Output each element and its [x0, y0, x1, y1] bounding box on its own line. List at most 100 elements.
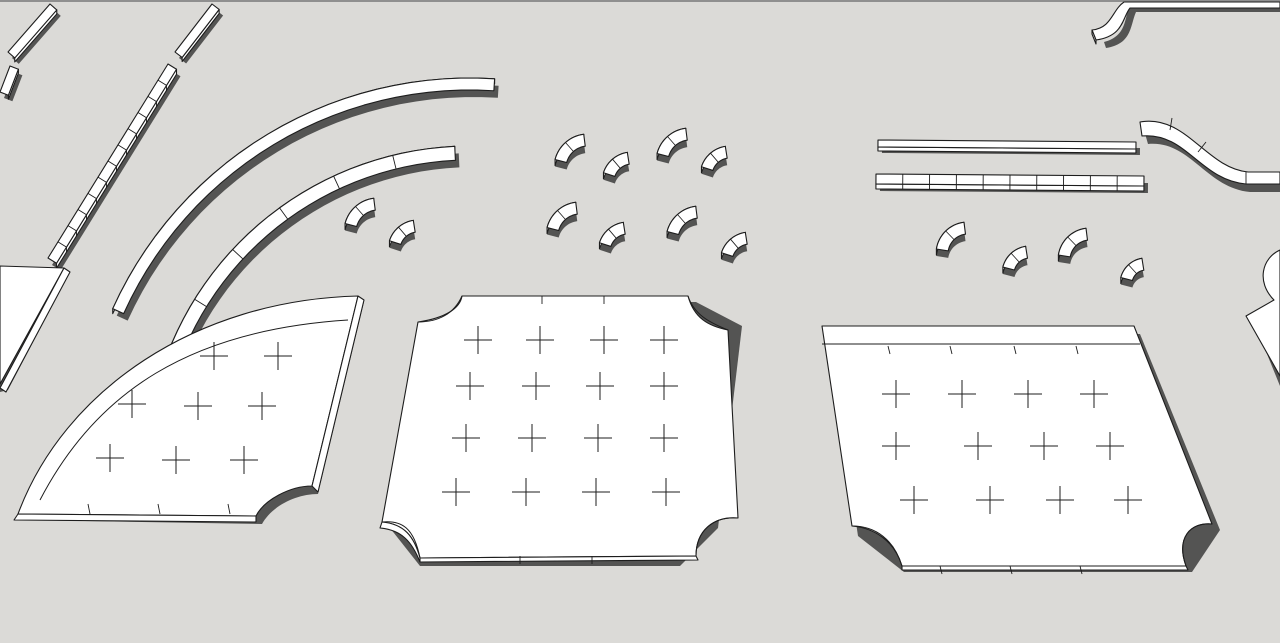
- seam-line: [381, 295, 739, 559]
- segmented-straight-curb: [379, 295, 739, 564]
- s-curve-curb: [877, 139, 1137, 154]
- edge-face: [554, 133, 586, 164]
- seam-line: [137, 112, 147, 119]
- seam-line: [398, 226, 407, 237]
- seam-line: [1075, 345, 1079, 355]
- seam-line: [117, 144, 127, 151]
- small-arc-curb: [656, 127, 688, 161]
- edge-face: [419, 555, 699, 563]
- seam-line: [1079, 565, 1083, 575]
- small-arc-curb: [935, 221, 967, 256]
- seam-line: [945, 230, 955, 240]
- edge-face: [877, 139, 1137, 150]
- seam-line: [279, 207, 289, 220]
- long-arc-curb: [112, 77, 496, 315]
- seam-line: [77, 209, 87, 216]
- seam-line: [710, 152, 719, 163]
- edge-face: [546, 201, 578, 232]
- seam-line: [147, 95, 157, 102]
- seam-line: [333, 175, 340, 190]
- seam-line: [949, 345, 953, 355]
- seam-line: [939, 565, 943, 575]
- seam-line: [677, 214, 686, 224]
- seam-line: [97, 176, 107, 183]
- small-arc-curb: [720, 231, 748, 260]
- small-arc-curb: [344, 197, 376, 231]
- seam-line: [157, 79, 167, 86]
- quarter-circle-tile: [821, 325, 1213, 575]
- edge-face: [656, 127, 688, 158]
- partial-curved-piece: [1245, 249, 1280, 377]
- small-arc-curb: [666, 205, 698, 239]
- edge-face: [344, 197, 376, 228]
- small-arc-curb: [700, 145, 728, 174]
- long-arc-curb: [166, 145, 456, 362]
- seam-line: [157, 503, 161, 515]
- partial-tile-edge: [0, 265, 71, 393]
- thin-straight-curb: [13, 295, 365, 523]
- edge-face: [666, 205, 698, 236]
- seam-line: [392, 155, 397, 170]
- seam-line: [355, 206, 364, 216]
- seam-line: [87, 503, 91, 515]
- small-arc-curb: [1091, 1, 1280, 45]
- edge-face: [311, 295, 365, 493]
- edge-face: [7, 3, 58, 59]
- small-arc-curb: [598, 221, 626, 250]
- edge-face: [1091, 29, 1097, 45]
- edge-face: [0, 65, 19, 96]
- seam-line: [730, 238, 739, 249]
- seam-line: [557, 210, 566, 220]
- seam-line: [107, 160, 117, 167]
- seam-line: [1009, 565, 1013, 575]
- edge-face: [166, 145, 456, 361]
- small-arc-curb: [1057, 227, 1089, 262]
- edge-face: [598, 221, 626, 247]
- seam-line: [57, 241, 67, 248]
- edge-face: [1091, 1, 1280, 41]
- edge-face: [821, 325, 1213, 567]
- straight-curb-piece: [0, 65, 19, 100]
- edge-face: [388, 219, 416, 245]
- edge-face: [0, 265, 65, 385]
- seam-line: [565, 142, 574, 152]
- drop-shadow: [1104, 6, 1280, 48]
- edge-face: [720, 231, 748, 257]
- seam-line: [232, 249, 244, 260]
- seam-line: [1169, 117, 1173, 131]
- edge-face: [1139, 120, 1280, 185]
- seam-line: [608, 228, 617, 239]
- seam-line: [612, 158, 621, 169]
- edge-face: [700, 145, 728, 171]
- seam-line: [1010, 253, 1020, 263]
- edge-face: [13, 513, 257, 523]
- segmented-straight-curb: [47, 63, 178, 269]
- seam-line: [67, 225, 77, 232]
- small-arc-curb: [602, 151, 630, 180]
- seam-line: [1128, 264, 1137, 274]
- viewport-top-border: [0, 0, 1280, 2]
- seam-line: [1067, 236, 1077, 246]
- seam-line: [1197, 141, 1207, 153]
- edge-face: [381, 295, 739, 559]
- edge-face: [1245, 249, 1280, 377]
- edge-face: [112, 77, 496, 315]
- straight-curb-piece: [174, 3, 220, 63]
- edge-face: [602, 151, 630, 177]
- small-arc-curb: [1002, 245, 1029, 274]
- seam-line: [194, 298, 207, 308]
- drop-shadow: [116, 85, 499, 321]
- small-arc-curb: [1120, 257, 1145, 285]
- seam-line: [1013, 345, 1017, 355]
- seam-line: [887, 345, 891, 355]
- seam-line: [667, 136, 676, 146]
- edge-face: [901, 565, 1189, 571]
- edge-face: [0, 267, 71, 393]
- seam-line: [127, 128, 137, 135]
- seam-line: [39, 319, 349, 501]
- small-arc-curb: [1139, 117, 1280, 185]
- seam-line: [851, 523, 1213, 567]
- straight-curb-piece: [7, 3, 58, 63]
